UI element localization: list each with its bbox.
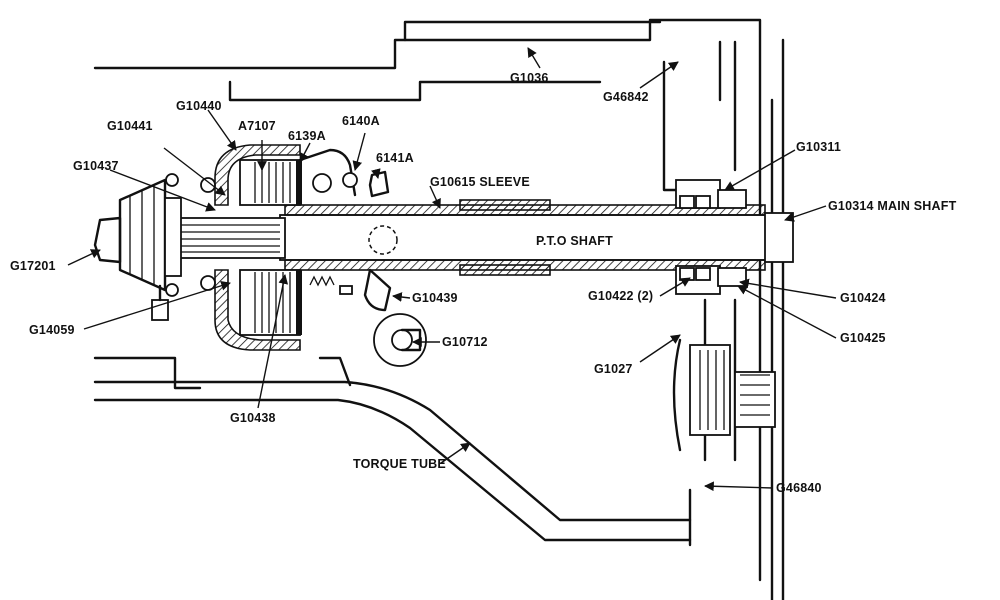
- label-g10424: G10424: [840, 291, 886, 305]
- label-g10615-sleeve: G10615 SLEEVE: [430, 175, 530, 189]
- label-g10441: G10441: [107, 119, 153, 133]
- label-6140a: 6140A: [342, 114, 380, 128]
- rear-gear-cluster: [672, 298, 776, 462]
- leader-lines: [67, 47, 837, 492]
- part-labels: G1036 G46842 G10440 A7107 6139A 6140A G1…: [10, 71, 957, 495]
- label-g1036: G1036: [510, 71, 549, 85]
- label-g10438: G10438: [230, 411, 276, 425]
- label-g10314-main-shaft: G10314 MAIN SHAFT: [828, 199, 957, 213]
- label-6141a: 6141A: [376, 151, 414, 165]
- label-g10425: G10425: [840, 331, 886, 345]
- label-g46840: G46840: [776, 481, 822, 495]
- pto-shaft: [279, 214, 786, 261]
- label-torque-tube: TORQUE TUBE: [353, 457, 446, 471]
- pinion-cone: [93, 178, 182, 292]
- label-g10439: G10439: [412, 291, 458, 305]
- bolt-left: [151, 284, 169, 321]
- label-g10311: G10311: [796, 140, 841, 154]
- label-g46842: G46842: [603, 90, 649, 104]
- cam-g10712: [373, 313, 427, 367]
- transmission-housing: [93, 18, 785, 600]
- label-g10437: G10437: [73, 159, 119, 173]
- label-g1027: G1027: [594, 362, 633, 376]
- label-g14059: G14059: [29, 323, 75, 337]
- front-bearings: [165, 173, 216, 297]
- label-g17201: G17201: [10, 259, 56, 273]
- label-pto-shaft: P.T.O SHAFT: [536, 234, 613, 248]
- torque-tube: [93, 380, 692, 547]
- label-g10440: G10440: [176, 99, 222, 113]
- label-a7107: A7107: [238, 119, 276, 133]
- label-g10422: G10422 (2): [588, 289, 653, 303]
- label-6139a: 6139A: [288, 129, 326, 143]
- shifter-fork: [363, 225, 398, 312]
- rear-bearing-group: [675, 179, 794, 295]
- clutch-housing: [214, 144, 390, 351]
- shaft-group: [164, 199, 786, 276]
- label-g10712: G10712: [442, 335, 488, 349]
